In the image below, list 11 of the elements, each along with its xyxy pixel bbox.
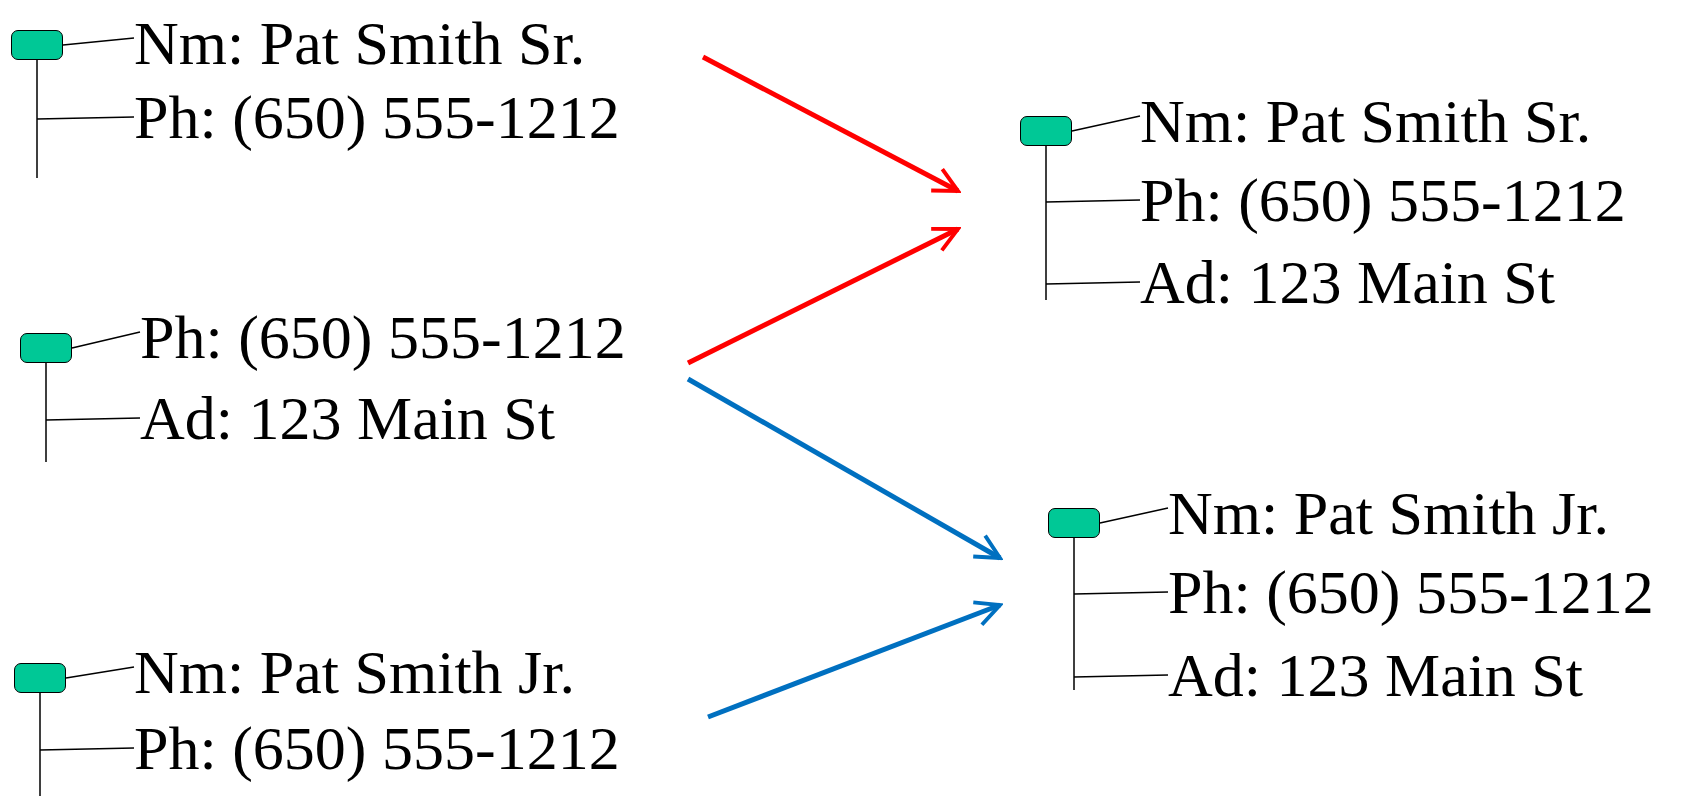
field-text: Nm: Pat Smith Jr. [1168,482,1609,544]
field-text: Ad: 123 Main St [1168,644,1584,706]
arrow [686,226,960,366]
field-text: Nm: Pat Smith Sr. [134,12,586,74]
arrow [701,54,960,194]
arrow [707,600,1002,720]
field-text: Nm: Pat Smith Jr. [134,641,575,703]
field-text: Nm: Pat Smith Sr. [1140,90,1592,152]
arrow [686,376,1002,561]
field-text: Ad: 123 Main St [140,387,556,449]
field-text: Ad: 123 Main St [1140,251,1556,313]
